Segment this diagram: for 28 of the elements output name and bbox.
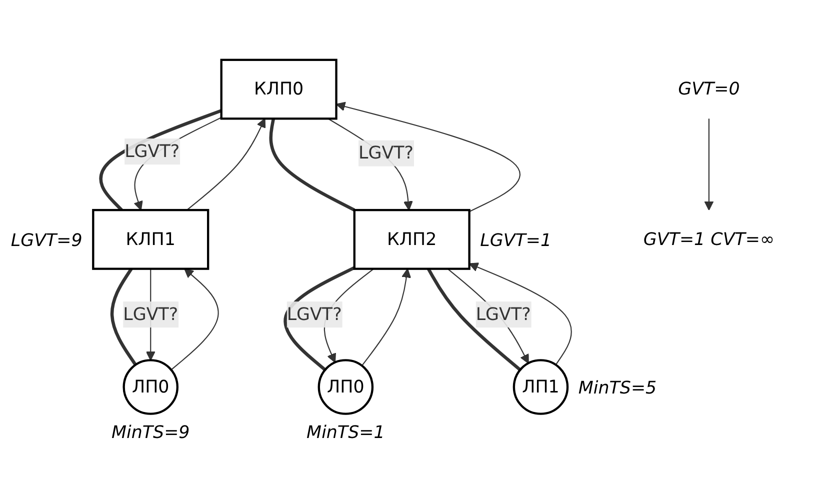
node-box: КЛП2 bbox=[353, 209, 470, 270]
edge-label: LGVT? bbox=[358, 142, 414, 164]
node-circle: ЛП1 bbox=[512, 360, 569, 416]
edge-label: LGVT? bbox=[124, 141, 180, 162]
arrow bbox=[170, 268, 219, 371]
node-annotation: MinTS=1 bbox=[306, 423, 385, 444]
connector bbox=[426, 268, 522, 372]
node-box: КЛП0 bbox=[220, 59, 338, 120]
connector bbox=[269, 118, 356, 212]
arrow bbox=[186, 118, 266, 211]
node-annotation: LGVT=1 bbox=[480, 231, 552, 252]
edge-label: LGVT? bbox=[286, 304, 342, 325]
arrow bbox=[704, 119, 714, 211]
arrow bbox=[336, 102, 520, 213]
arrow bbox=[468, 263, 572, 366]
node-text: GVT=0 bbox=[678, 78, 740, 100]
connector bbox=[110, 268, 137, 366]
connector bbox=[284, 266, 356, 372]
node-annotation: MinTS=9 bbox=[112, 423, 190, 444]
node-text: GVT=1 CVT=∞ bbox=[643, 228, 774, 250]
edge-label: LGVT? bbox=[476, 304, 531, 325]
node-annotation: LGVT=9 bbox=[10, 231, 82, 252]
node-annotation: MinTS=5 bbox=[578, 378, 657, 399]
arrow bbox=[362, 268, 412, 366]
node-box: КЛП1 bbox=[92, 209, 210, 270]
edge-label: LGVT? bbox=[123, 304, 178, 325]
node-circle: ЛП0 bbox=[318, 360, 374, 416]
node-circle: ЛП0 bbox=[122, 360, 178, 416]
